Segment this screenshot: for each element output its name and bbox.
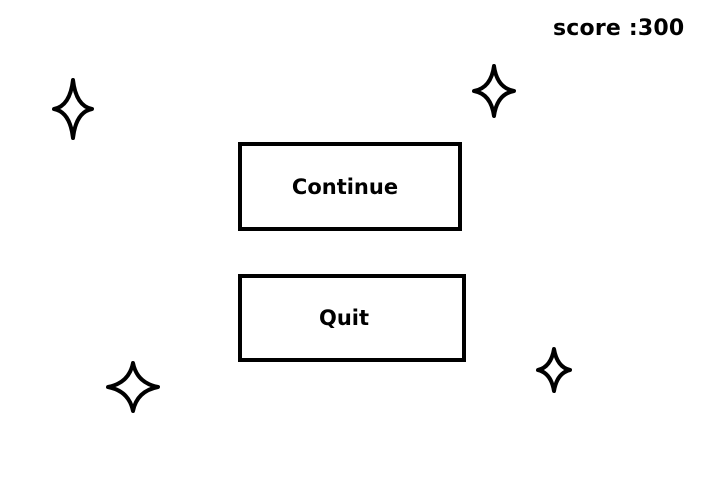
continue-button-label: Continue	[291, 174, 399, 199]
sparkle-star-icon	[536, 347, 572, 393]
sparkle-star-icon	[106, 361, 160, 413]
quit-button[interactable]: Quit	[238, 274, 466, 362]
sparkle-star-icon	[52, 78, 94, 140]
quit-button-label: Quit	[318, 306, 370, 330]
continue-button[interactable]: Continue	[238, 142, 462, 231]
sparkle-star-icon	[472, 64, 516, 118]
score-display: score :300	[553, 16, 685, 41]
